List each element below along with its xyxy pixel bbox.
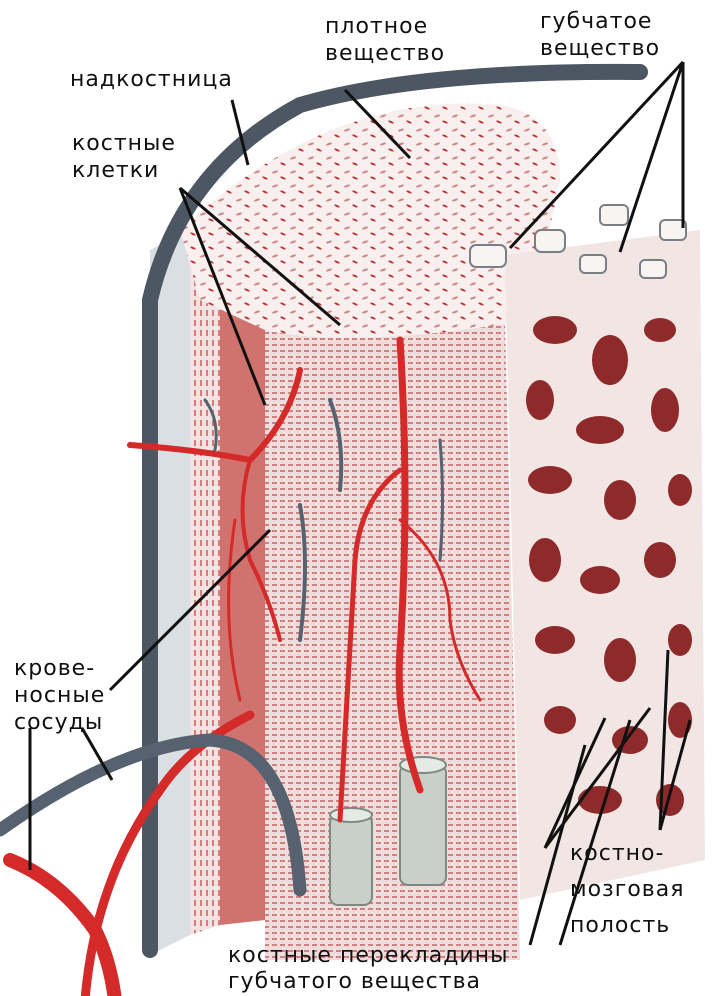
label-compact-bone-1: плотное (325, 13, 428, 40)
label-trabeculae-2: губчатого вещества (228, 968, 481, 995)
label-marrow-cavity-1: костно- (570, 840, 664, 867)
label-compact-bone-2: вещество (325, 40, 445, 67)
label-marrow-cavity-3: полость (570, 912, 670, 939)
label-marrow-cavity-2: мозговая (570, 876, 684, 903)
label-periosteum: надкостница (70, 66, 233, 93)
label-bone-cells-2: клетки (72, 157, 159, 184)
label-blood-vessels-3: сосуды (14, 709, 103, 736)
label-blood-vessels-1: крове- (14, 655, 95, 682)
label-trabeculae-1: костные перекладины (228, 942, 508, 969)
label-blood-vessels-2: носные (14, 682, 105, 709)
label-bone-cells-1: костные (72, 130, 176, 157)
label-spongy-bone-2: вещество (540, 35, 660, 62)
label-spongy-bone-1: губчатое (540, 8, 652, 35)
